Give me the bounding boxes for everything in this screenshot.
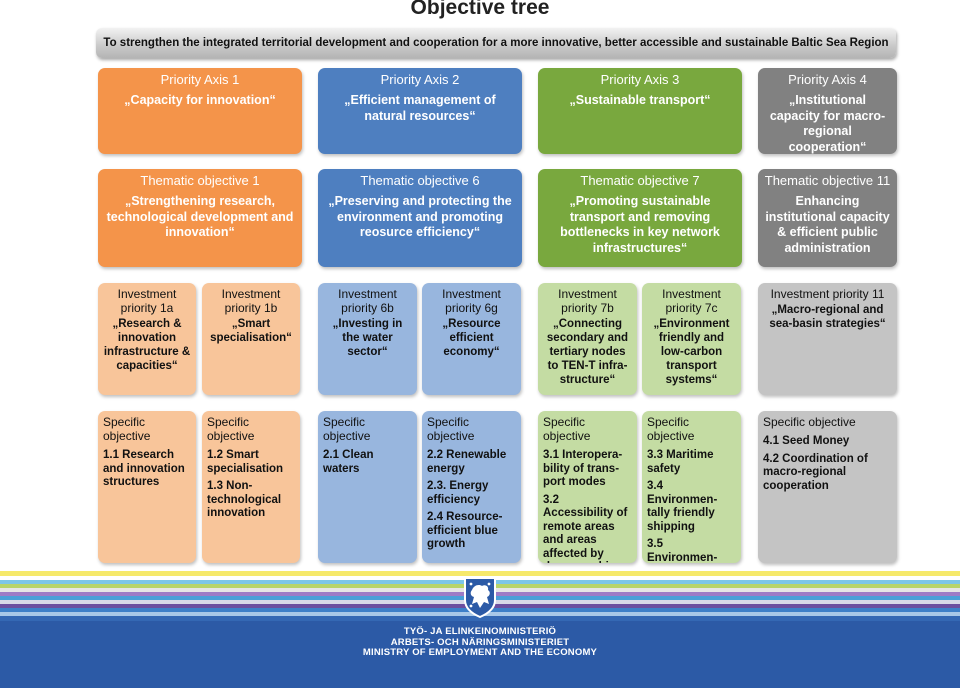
priority-axis-3-body: „Sustainable transport“ xyxy=(569,93,711,107)
specific-objective-head: Specific objective xyxy=(323,415,371,443)
investment-priority-7c-body: „Environment friendly and low-carbon tra… xyxy=(653,318,730,386)
diagram-title: Objective tree xyxy=(410,0,550,19)
overall-goal-banner: To strengthen the integrated territorial… xyxy=(96,28,896,58)
investment-priority-6b-head: Investment priority 6b xyxy=(338,287,397,315)
investment-priority-6g: Investment priority 6g „Resource efficie… xyxy=(422,283,521,395)
specific-objective-box: Specific objective 2.2 Renewable energy … xyxy=(422,411,521,563)
specific-objective-head: Specific objective xyxy=(427,415,475,443)
ministry-name-english: MINISTRY OF EMPLOYMENT AND THE ECONOMY xyxy=(362,647,598,658)
thematic-objective-11-head: Thematic objective 11 xyxy=(764,173,891,188)
investment-priority-6b-body: „Investing in the water sector“ xyxy=(332,318,403,358)
priority-axis-4-head: Priority Axis 4 xyxy=(788,72,867,87)
investment-priority-11: Investment priority 11 „Macro-regional a… xyxy=(758,283,897,395)
investment-priority-6b: Investment priority 6b „Investing in the… xyxy=(318,283,417,395)
specific-objective-item: 4.2 Coordination of macro-regional coope… xyxy=(763,452,868,492)
priority-axis-1-head: Priority Axis 1 xyxy=(160,72,240,87)
investment-priority-7b-body: „Connecting secondary and tertiary nodes… xyxy=(546,318,629,386)
investment-priority-6g-head: Investment priority 6g xyxy=(442,287,501,315)
investment-priority-1a-head: Investment priority 1a xyxy=(117,287,177,315)
specific-objective-head: Specific objective xyxy=(647,415,695,443)
specific-objective-box: Specific objective 1.1 Research and inno… xyxy=(98,411,196,563)
specific-objective-box: Specific objective 4.1 Seed Money 4.2 Co… xyxy=(758,411,897,563)
specific-objective-head: Specific objective xyxy=(543,415,591,443)
investment-priority-1b: Investment priority 1b „Smart specialisa… xyxy=(202,283,300,395)
priority-axis-2: Priority Axis 2 „Efficient management of… xyxy=(318,68,522,154)
thematic-objective-11: Thematic objective 11 Enhancing institut… xyxy=(758,169,897,267)
specific-objective-box: Specific objective 1.2 Smart specialisat… xyxy=(202,411,300,563)
thematic-objective-6-body: „Preserving and protecting the environme… xyxy=(328,194,512,239)
investment-priority-1a-body: „Research & innovation infrastructure & … xyxy=(103,318,191,372)
investment-priority-7b-head: Investment priority 7b xyxy=(558,287,617,315)
thematic-objective-7-head: Thematic objective 7 xyxy=(580,173,700,188)
investment-priority-7c: Investment priority 7c „Environment frie… xyxy=(642,283,741,395)
specific-objective-item: 3.2 Accessibility of remote areas and ar… xyxy=(543,493,628,564)
thematic-objective-11-body: Enhancing institutional capacity & effic… xyxy=(765,194,890,255)
priority-axis-3-head: Priority Axis 3 xyxy=(600,72,680,87)
specific-objective-item: 4.1 Seed Money xyxy=(763,435,850,447)
investment-priority-1b-body: „Smart specialisation“ xyxy=(210,318,292,344)
specific-objective-head: Specific objective xyxy=(207,415,255,443)
specific-objective-item: 2.3. Energy efficiency xyxy=(427,480,489,506)
ministry-name-finnish: TYÖ- JA ELINKEINOMINISTERIÖ xyxy=(403,626,557,637)
priority-axis-2-head: Priority Axis 2 xyxy=(380,72,460,87)
specific-objective-box: Specific objective 3.3 Maritime safety 3… xyxy=(642,411,741,563)
thematic-objective-6-head: Thematic objective 6 xyxy=(360,173,480,188)
specific-objective-box: Specific objective 2.1 Clean waters xyxy=(318,411,417,563)
specific-objective-item: 3.1 Interopera-bility of trans-port mode… xyxy=(543,449,623,488)
specific-objective-item: 2.4 Resource-efficient blue growth xyxy=(427,511,503,550)
thematic-objective-1-head: Thematic objective 1 xyxy=(140,173,260,188)
investment-priority-1b-head: Investment priority 1b xyxy=(221,287,281,315)
thematic-objective-7-body: „Promoting sustainable transport and rem… xyxy=(560,194,720,255)
priority-axis-1: Priority Axis 1 „Capacity for innovation… xyxy=(98,68,302,154)
ministry-name-swedish: ARBETS- OCH NÄRINGSMINISTERIET xyxy=(390,636,570,648)
priority-axis-4-body: „Institutional capacity for macro-region… xyxy=(769,93,886,154)
thematic-objective-7: Thematic objective 7 „Promoting sustaina… xyxy=(538,169,742,267)
investment-priority-1a: Investment priority 1a „Research & innov… xyxy=(98,283,196,395)
specific-objective-head: Specific objective xyxy=(103,415,151,443)
investment-priority-11-body: „Macro-regional and sea-basin strategies… xyxy=(769,304,886,330)
investment-priority-6g-body: „Resource efficient economy“ xyxy=(442,318,501,358)
specific-objective-item: 1.1 Research and innovation structures xyxy=(103,449,185,488)
specific-objective-head: Specific objective xyxy=(763,415,856,429)
priority-axis-1-body: „Capacity for innovation“ xyxy=(124,93,276,107)
ministry-name: TYÖ- JA ELINKEINOMINISTERIÖ ARBETS- OCH … xyxy=(0,626,960,659)
specific-objective-item: 3.5 Environmen-tally friendly urban mobi… xyxy=(647,538,718,563)
specific-objective-item: 1.2 Smart specialisation xyxy=(207,449,284,475)
thematic-objective-1: Thematic objective 1 „Strengthening rese… xyxy=(98,169,302,267)
thematic-objective-1-body: „Strengthening research, technological d… xyxy=(106,194,294,239)
specific-objective-box: Specific objective 3.1 Interopera-bility… xyxy=(538,411,637,563)
specific-objective-item: 3.3 Maritime safety xyxy=(647,449,714,475)
investment-priority-11-head: Investment priority 11 xyxy=(770,287,885,301)
specific-objective-item: 1.3 Non-technological innovation xyxy=(207,480,282,519)
specific-objective-item: 3.4 Environmen-tally friendly shipping xyxy=(647,480,718,533)
priority-axis-3: Priority Axis 3 „Sustainable transport“ xyxy=(538,68,742,154)
priority-axis-4: Priority Axis 4 „Institutional capacity … xyxy=(758,68,897,154)
thematic-objective-6: Thematic objective 6 „Preserving and pro… xyxy=(318,169,522,267)
investment-priority-7c-head: Investment priority 7c xyxy=(662,287,721,315)
investment-priority-7b: Investment priority 7b „Connecting secon… xyxy=(538,283,637,395)
specific-objective-item: 2.2 Renewable energy xyxy=(427,449,507,475)
specific-objective-item: 2.1 Clean waters xyxy=(323,449,374,475)
finnish-lion-crest-icon xyxy=(464,577,496,618)
priority-axis-2-body: „Efficient management of natural resourc… xyxy=(344,93,496,123)
